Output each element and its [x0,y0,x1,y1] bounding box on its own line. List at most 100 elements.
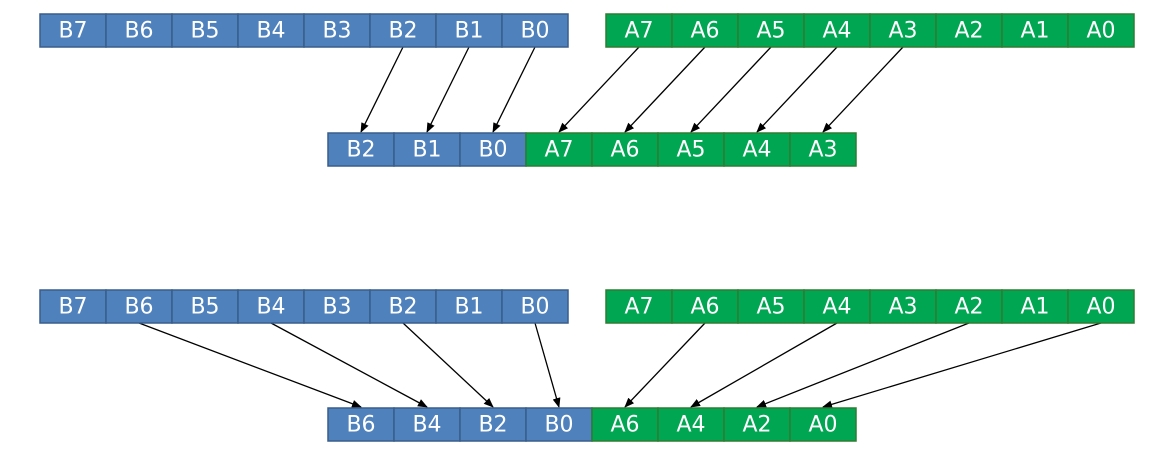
cell-box [723,132,791,167]
cell-box [789,407,857,442]
cell-box [591,407,659,442]
cell-label: B2 [478,413,507,438]
cell-label: A6 [610,138,639,163]
top-result-cell-b2: B2 [327,132,395,167]
top-result-cell-a5: A5 [657,132,725,167]
cell-label: A7 [544,138,573,163]
cell-label: B5 [190,295,219,320]
cell-label: A7 [624,295,653,320]
cell-label: A5 [756,19,785,44]
bottom-result-cell-b6: B6 [327,407,395,442]
cell-box [1067,13,1135,48]
bottom-arrow-b2 [402,322,494,408]
cell-label: A5 [756,295,785,320]
cell-label: B1 [454,19,483,44]
cell-label: B7 [58,19,87,44]
top-b-register-cell-b2: B2 [369,13,437,48]
bottom-b-register-cell-b6: B6 [105,289,173,324]
bottom-a-register-cell-a2: A2 [935,289,1003,324]
cell-label: B5 [190,19,219,44]
bottom-a-register-cell-a6: A6 [671,289,739,324]
cell-label: B3 [322,19,351,44]
bottom-b-register-cell-b4: B4 [237,289,305,324]
top-a-register-cell-a3: A3 [869,13,937,48]
cell-label: A6 [610,413,639,438]
mapping-arrows [138,46,1102,409]
bottom-arrow-a2 [756,322,970,408]
cell-label: A0 [1086,19,1115,44]
bottom-result-cell-b4: B4 [393,407,461,442]
cell-label: A4 [742,138,771,163]
cell-box [1001,289,1069,324]
cell-box [501,13,569,48]
cell-label: B1 [412,138,441,163]
top-arrow-b0 [492,46,536,133]
cell-label: B4 [412,413,441,438]
cell-label: B4 [256,295,285,320]
cell-label: A3 [888,295,917,320]
top-a-register-cell-a5: A5 [737,13,805,48]
cell-label: B6 [124,295,153,320]
bottom-a-register-cell-a0: A0 [1067,289,1135,324]
bottom-b-register-cell-b7: B7 [39,289,107,324]
cell-box [327,132,395,167]
top-b-register-cell-b7: B7 [39,13,107,48]
bottom-a-register-cell-a4: A4 [803,289,871,324]
bottom-b-register-cell-b5: B5 [171,289,239,324]
cell-label: A2 [954,295,983,320]
cell-label: A5 [676,138,705,163]
cell-label: B2 [388,295,417,320]
cell-box [803,289,871,324]
cell-label: A7 [624,19,653,44]
cell-label: B0 [520,19,549,44]
cell-box [171,289,239,324]
top-result-cell-a6: A6 [591,132,659,167]
cell-label: B2 [346,138,375,163]
cell-box [237,13,305,48]
cell-box [1001,13,1069,48]
cell-box [327,407,395,442]
cell-label: A6 [690,19,719,44]
top-result-cell-b0: B0 [459,132,527,167]
cell-box [525,407,593,442]
cell-label: B3 [322,295,351,320]
top-arrow-a6 [624,46,706,133]
top-b-register-cell-b4: B4 [237,13,305,48]
top-a-register-cell-a4: A4 [803,13,871,48]
cell-box [671,13,739,48]
cell-box [591,132,659,167]
cell-label: B0 [520,295,549,320]
cell-box [369,13,437,48]
cell-box [737,13,805,48]
bottom-result-cell-b0: B0 [525,407,593,442]
top-b-register-cell-b3: B3 [303,13,371,48]
top-a-register-cell-a1: A1 [1001,13,1069,48]
cell-label: A2 [954,19,983,44]
cell-label: A6 [690,295,719,320]
top-arrow-b1 [426,46,470,133]
cell-label: A3 [888,19,917,44]
bottom-b-register-cell-b1: B1 [435,289,503,324]
bottom-b-register-cell-b0: B0 [501,289,569,324]
cell-box [369,289,437,324]
cell-box [435,289,503,324]
cell-label: B0 [478,138,507,163]
bottom-result-cell-a0: A0 [789,407,857,442]
cell-box [803,13,871,48]
cell-label: B6 [346,413,375,438]
cell-box [605,13,673,48]
bottom-a-register-cell-a5: A5 [737,289,805,324]
top-b-register-cell-b0: B0 [501,13,569,48]
cell-box [171,13,239,48]
bottom-arrow-b6 [138,322,362,408]
cell-label: A1 [1020,19,1049,44]
bottom-arrow-a4 [690,322,838,408]
cell-label: A2 [742,413,771,438]
top-result-cell-a7: A7 [525,132,593,167]
cell-box [525,132,593,167]
cell-box [657,132,725,167]
top-arrow-a4 [756,46,838,133]
cell-box [435,13,503,48]
top-a-register-cell-a7: A7 [605,13,673,48]
